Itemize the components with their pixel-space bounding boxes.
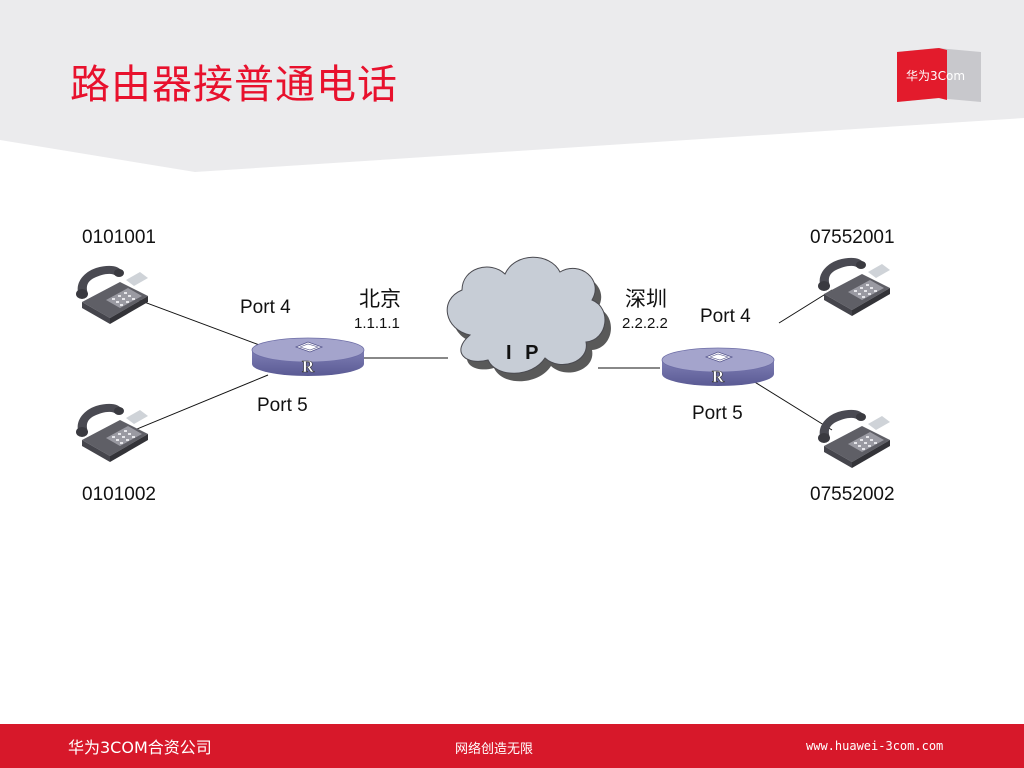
ip-address-beijing: 1.1.1.1 [354, 315, 400, 332]
phone-icon [818, 409, 890, 468]
header-background [0, 0, 1024, 172]
logo-text: 华为3Com [906, 69, 966, 83]
footer-bar: 华为3COM合资公司 网络创造无限 www.huawei-3com.com [0, 724, 1024, 768]
port-label-beijing-upper: Port 4 [240, 297, 291, 318]
phone-number-shenzhen-2: 07552002 [810, 484, 895, 505]
router-mark-shenzhen: R [712, 367, 725, 386]
router-mark-beijing: R [302, 357, 315, 376]
network-diagram: R R [76, 256, 890, 468]
ip-address-shenzhen: 2.2.2.2 [622, 315, 668, 332]
footer-url: www.huawei-3com.com [806, 739, 944, 753]
ip-cloud [446, 256, 611, 382]
page-title: 路由器接普通电话 [70, 62, 398, 108]
footer-company: 华为3COM合资公司 [68, 738, 212, 757]
phone-number-beijing-2: 0101002 [82, 484, 156, 505]
company-logo [897, 48, 981, 102]
city-label-shenzhen: 深圳 [625, 287, 667, 311]
footer-slogan: 网络创造无限 [455, 742, 534, 757]
phone-icon [76, 265, 148, 324]
city-label-beijing: 北京 [359, 287, 401, 311]
port-label-beijing-lower: Port 5 [257, 395, 308, 416]
phone-icon [818, 257, 890, 316]
port-label-shenzhen-upper: Port 4 [700, 306, 751, 327]
phone-number-shenzhen-1: 07552001 [810, 227, 895, 248]
phone-number-beijing-1: 0101001 [82, 227, 156, 248]
port-label-shenzhen-lower: Port 5 [692, 403, 743, 424]
phone-icon [76, 403, 148, 462]
cloud-label: I P [506, 342, 543, 364]
